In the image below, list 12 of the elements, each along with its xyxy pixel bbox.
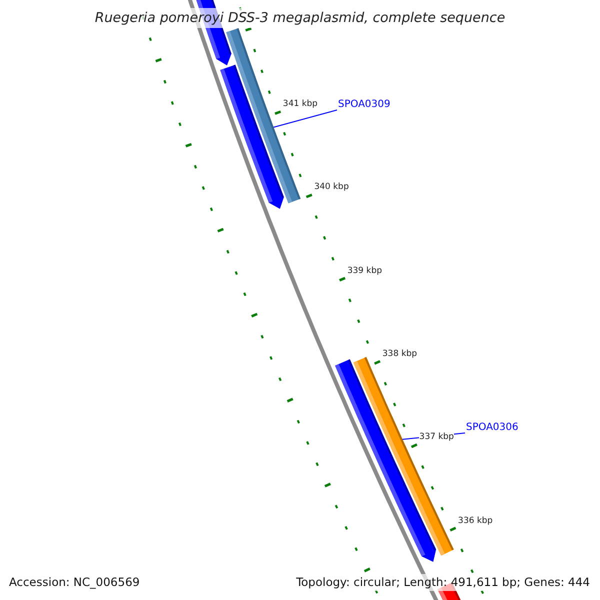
tick-label: 339 kbp	[347, 266, 382, 276]
tick-label: 341 kbp	[282, 98, 318, 109]
gene-bar	[353, 357, 454, 556]
tick-label: 340 kbp	[314, 182, 349, 192]
accession-text: Accession: NC_006569	[9, 574, 140, 592]
tick-label: 337 kbp	[419, 432, 454, 442]
leader-line	[273, 110, 338, 128]
gene-bar	[226, 28, 301, 204]
summary-text: Topology: circular; Length: 491,611 bp; Genes: 444	[296, 574, 590, 592]
gene-label: SPOA0306	[466, 422, 518, 434]
gene-label: SPOA0309	[338, 99, 390, 111]
tick-label: 338 kbp	[382, 348, 418, 359]
